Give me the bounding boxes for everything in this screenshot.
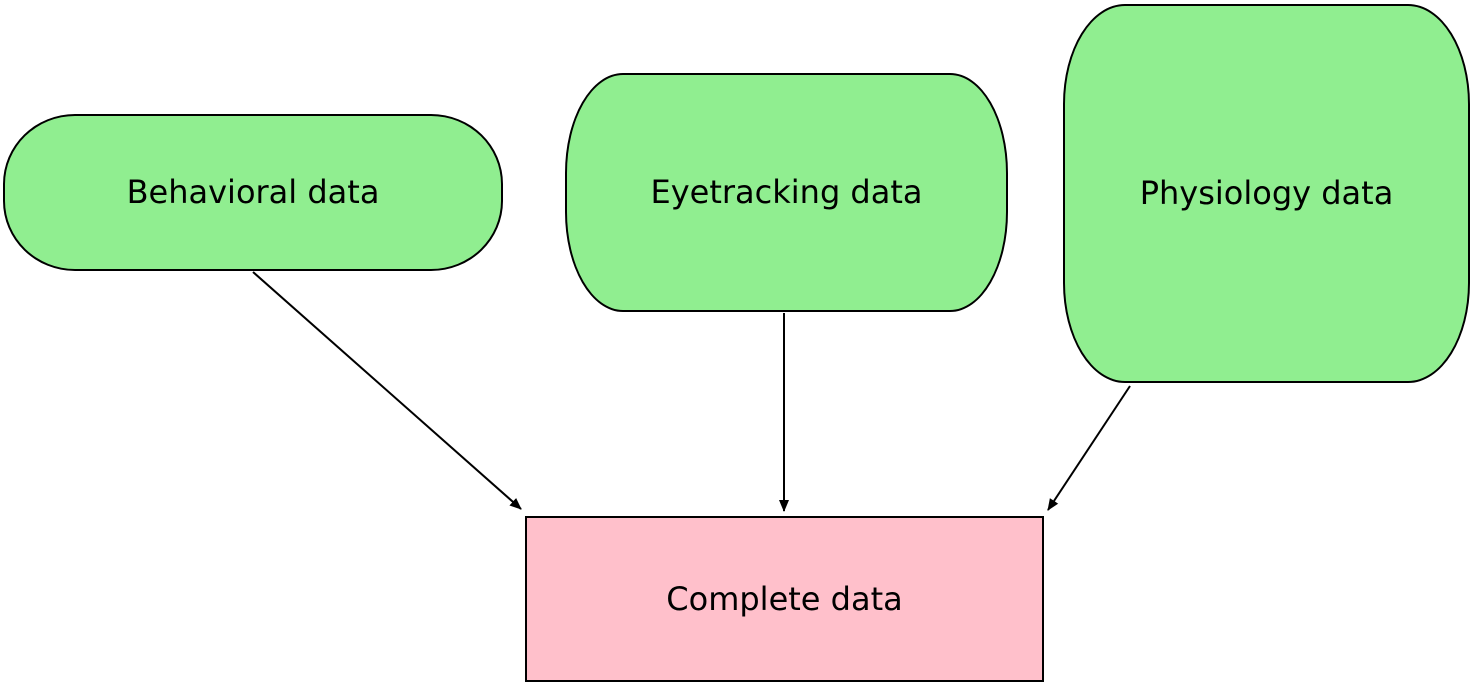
node-complete-data: Complete data <box>525 516 1044 682</box>
node-behavioral-data: Behavioral data <box>3 114 503 271</box>
node-eyetracking-data: Eyetracking data <box>565 73 1008 312</box>
node-complete-label: Complete data <box>666 579 903 618</box>
edge-physiology-to-complete <box>1047 385 1131 511</box>
node-behavioral-label: Behavioral data <box>126 173 380 212</box>
node-physiology-data: Physiology data <box>1063 4 1470 383</box>
node-eyetracking-label: Eyetracking data <box>650 173 923 212</box>
node-physiology-label: Physiology data <box>1139 174 1394 213</box>
edge-behavioral-to-complete <box>252 271 522 510</box>
